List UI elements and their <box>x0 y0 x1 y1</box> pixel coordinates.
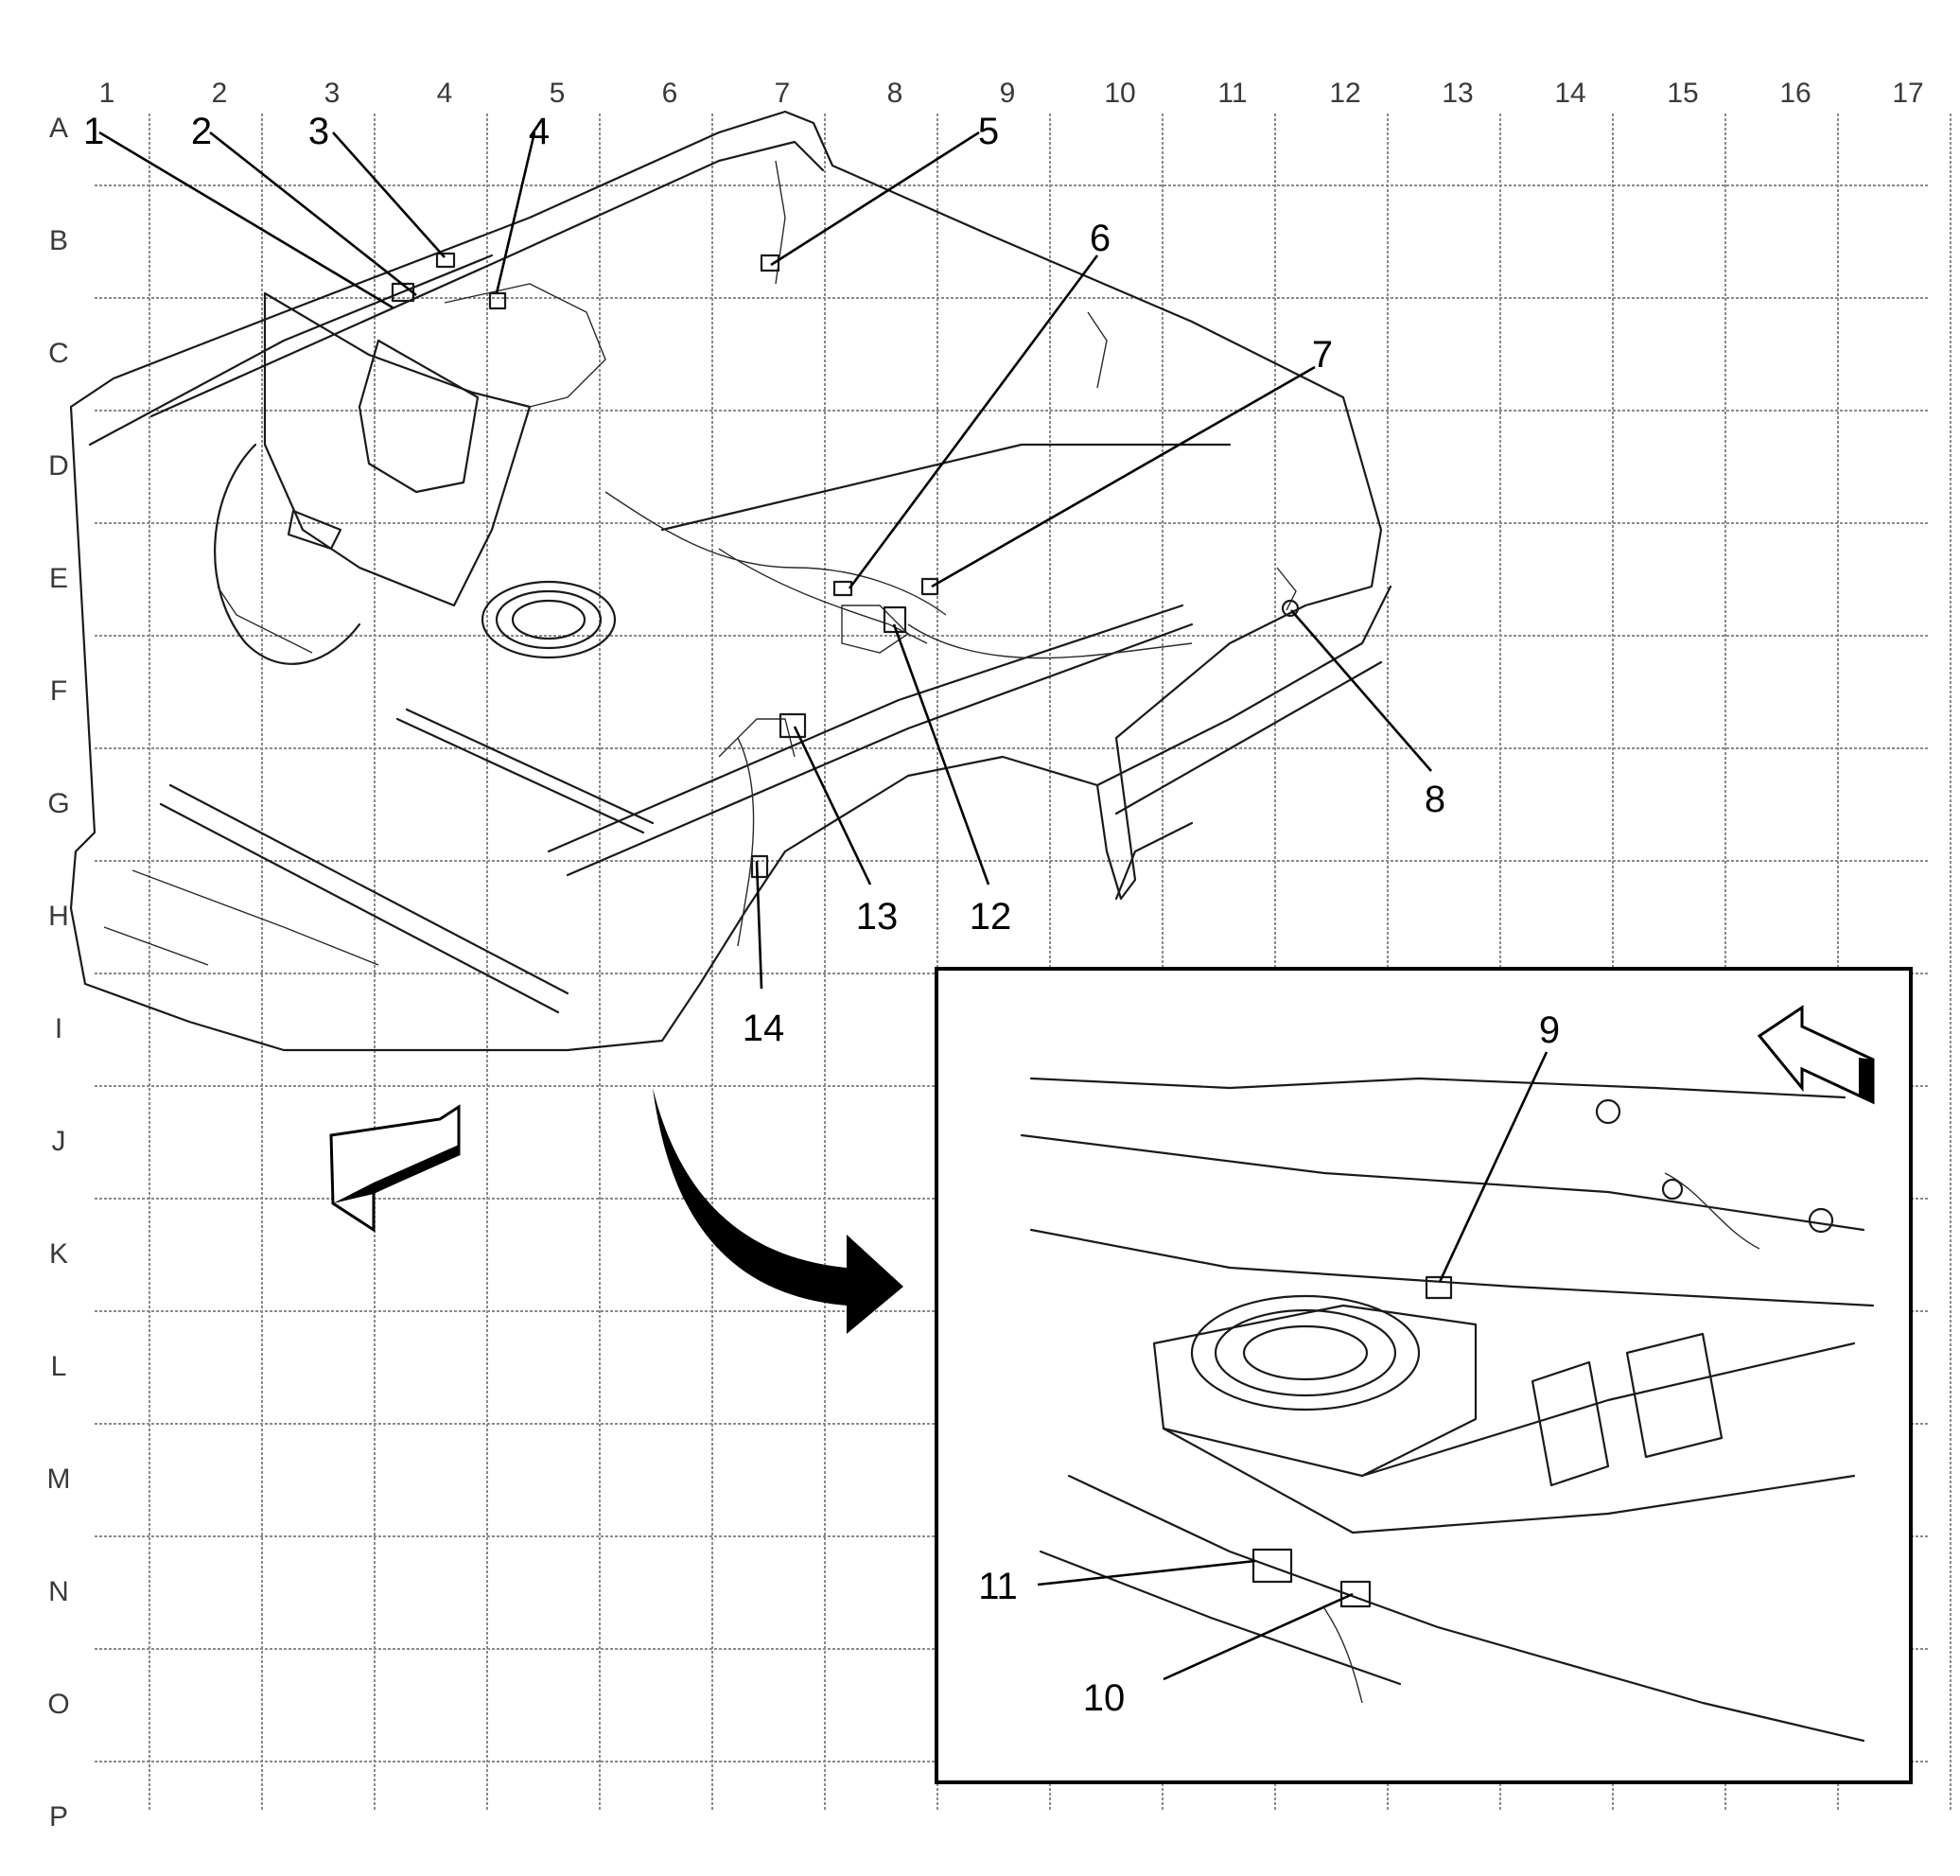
grid-column-label: 2 <box>212 78 228 109</box>
callout-12: 12 <box>970 896 1012 938</box>
grid-row-label: L <box>51 1351 67 1382</box>
callout-5: 5 <box>978 111 999 152</box>
callout-13: 13 <box>856 896 899 938</box>
grid-column-label: 10 <box>1104 78 1135 109</box>
grid-column-label: 8 <box>887 78 903 109</box>
grid-row-label: G <box>47 788 69 819</box>
callout-numbers: 1 2 3 4 5 6 7 8 9 10 11 12 13 14 <box>83 111 1560 1719</box>
grid-column-label: 16 <box>1779 78 1811 109</box>
callout-7: 7 <box>1312 334 1333 376</box>
front-direction-arrow-icon <box>1757 1005 1875 1105</box>
grid-column-label: 6 <box>662 78 678 109</box>
grid-column-label: 15 <box>1667 78 1698 109</box>
grid-row-label: F <box>50 675 67 707</box>
vehicle-underbody-drawing <box>69 110 1392 1052</box>
callout-3: 3 <box>308 111 329 152</box>
grid-row-label: K <box>49 1238 68 1270</box>
grid-column-label: 4 <box>437 78 453 109</box>
grid-column-label: 14 <box>1554 78 1585 109</box>
grid-row-label: N <box>48 1576 69 1607</box>
grid-column-label: 5 <box>550 78 566 109</box>
callout-14: 14 <box>743 1008 785 1049</box>
callout-1: 1 <box>83 111 104 152</box>
grid-row-label: I <box>55 1013 62 1044</box>
front-direction-arrow-icon <box>329 1104 461 1233</box>
grid-row-label: D <box>48 450 69 482</box>
grid-row-label: O <box>47 1689 69 1720</box>
grid-column-label: 1 <box>99 78 115 109</box>
inset-detail-view <box>935 967 1913 1784</box>
grid-row-label: C <box>48 338 69 369</box>
grid-column-label: 17 <box>1892 78 1923 109</box>
callout-8: 8 <box>1425 779 1445 820</box>
callout-9: 9 <box>1539 1009 1560 1051</box>
grid-row-label: J <box>52 1126 66 1157</box>
grid-row-label: M <box>47 1464 71 1495</box>
callout-4: 4 <box>529 111 550 152</box>
callout-leader-lines <box>98 131 1549 1681</box>
callout-2: 2 <box>191 111 212 152</box>
grid-row-label: H <box>48 901 69 932</box>
grid-column-label: 7 <box>775 78 791 109</box>
grid-row-label: P <box>49 1801 68 1832</box>
grid-column-label: 12 <box>1329 78 1360 109</box>
grid-column-label: 11 <box>1217 78 1247 109</box>
callout-10: 10 <box>1083 1677 1126 1719</box>
grid-column-label: 3 <box>324 78 341 109</box>
callout-6: 6 <box>1090 218 1111 259</box>
callout-11: 11 <box>978 1566 1018 1607</box>
curved-detail-arrow-icon <box>653 1088 903 1334</box>
grid-row-label: E <box>49 563 68 594</box>
row-labels: A B C D E F G H I J K L M N O P <box>47 113 71 1832</box>
grid-row-label: B <box>49 225 68 256</box>
grid-row-label: A <box>49 113 68 144</box>
grid-column-label: 13 <box>1442 78 1473 109</box>
grid-column-label: 9 <box>1000 78 1016 109</box>
